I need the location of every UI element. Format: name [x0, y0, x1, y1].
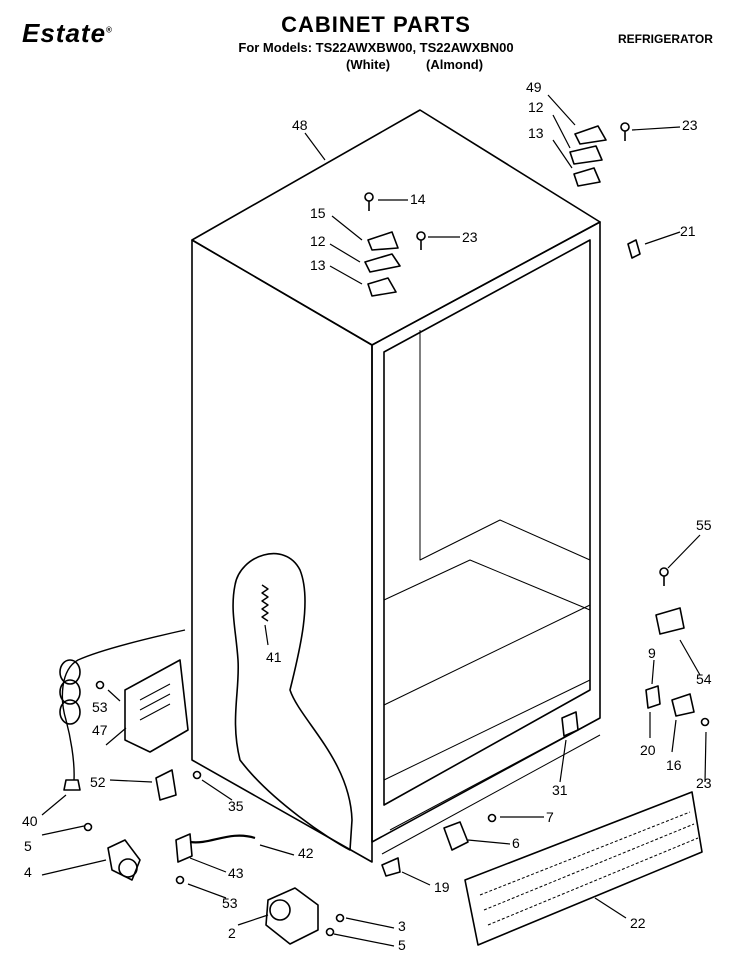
- control-box: [124, 659, 189, 753]
- part-callout: 19: [434, 879, 450, 895]
- part-callout: 41: [266, 649, 282, 665]
- bracket-20: [645, 685, 661, 709]
- part-callout: 31: [552, 782, 568, 798]
- cabinet-left-side: [191, 239, 373, 863]
- part-callout: 14: [410, 191, 426, 207]
- category-label: REFRIGERATOR: [618, 32, 713, 46]
- part-callout: 48: [292, 117, 308, 133]
- part-callout: 47: [92, 722, 108, 738]
- caster-wheel-2: [265, 887, 319, 945]
- side-cutout: [232, 552, 353, 851]
- bracket-52: [155, 769, 177, 801]
- part-callout: 9: [648, 645, 656, 661]
- page-title: CABINET PARTS: [281, 12, 471, 37]
- part-callout: 22: [630, 915, 646, 931]
- part-callout: 15: [310, 205, 326, 221]
- part-callout: 55: [696, 517, 712, 533]
- cabinet-front-opening: [383, 239, 591, 806]
- bracket-54: [655, 607, 685, 635]
- part-callout: 40: [22, 813, 38, 829]
- brand-logo: Estate®: [22, 18, 113, 48]
- cabinet-front-frame: [371, 221, 601, 843]
- power-cord: [61, 629, 186, 781]
- part-callout: 20: [640, 742, 656, 758]
- part-callout: 53: [92, 699, 108, 715]
- hinge-12: [364, 253, 401, 273]
- bracket-43: [175, 833, 193, 863]
- hinge-13: [367, 277, 397, 297]
- hinge-15: [367, 231, 399, 251]
- part-callout: 12: [528, 99, 544, 115]
- water-tube: [189, 834, 256, 844]
- part-callout: 35: [228, 798, 244, 814]
- part-callout: 23: [462, 229, 478, 245]
- part-callout: 54: [696, 671, 712, 687]
- part-callout: 53: [222, 895, 238, 911]
- part-callout: 49: [526, 79, 542, 95]
- part-callout: 23: [682, 117, 698, 133]
- part-callout: 43: [228, 865, 244, 881]
- finish-white: (White): [346, 57, 391, 72]
- model-numbers: For Models: TS22AWXBW00, TS22AWXBN00: [238, 40, 514, 55]
- hinge-12b: [569, 145, 603, 165]
- clip-21: [627, 239, 641, 259]
- part-callout: 21: [680, 223, 696, 239]
- part-callout: 52: [90, 774, 106, 790]
- part-callout: 16: [666, 757, 682, 773]
- bracket-31: [561, 711, 579, 737]
- toe-grille: [464, 791, 703, 946]
- part-callout: 12: [310, 233, 326, 249]
- part-callout: 5: [24, 838, 32, 854]
- cabinet-top: [191, 109, 601, 346]
- part-callout: 23: [696, 775, 712, 791]
- part-callout: 5: [398, 937, 406, 953]
- part-callout: 42: [298, 845, 314, 861]
- part-callout: 4: [24, 864, 32, 880]
- part-callout: 2: [228, 925, 236, 941]
- part-callout: 7: [546, 809, 554, 825]
- part-callout: 13: [310, 257, 326, 273]
- hinge-49: [574, 125, 607, 145]
- part-callout: 13: [528, 125, 544, 141]
- part-callout: 6: [512, 835, 520, 851]
- bracket-6: [443, 821, 469, 851]
- part-callout: 3: [398, 918, 406, 934]
- hinge-13b: [573, 167, 601, 187]
- finish-almond: (Almond): [426, 57, 484, 72]
- bracket-16: [671, 693, 695, 717]
- bracket-19: [381, 857, 401, 877]
